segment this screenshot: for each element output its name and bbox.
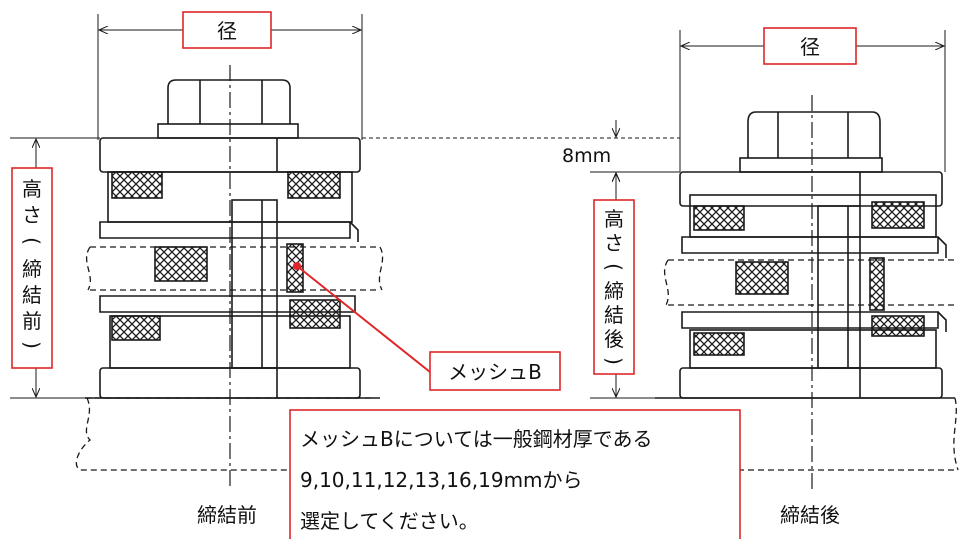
selection-note: メッシュBについては一般鋼材厚である 9,10,11,12,13,16,19mm… bbox=[289, 409, 741, 539]
svg-text:高: 高 bbox=[22, 177, 42, 201]
label-height-after: 高 さ ( 締 結 後 ) bbox=[593, 199, 635, 375]
caption-before: 締結前 bbox=[197, 503, 257, 527]
sleeve-right bbox=[817, 205, 861, 369]
offset-label: 8mm bbox=[562, 145, 611, 167]
svg-text:選定してください。: 選定してください。 bbox=[300, 509, 479, 533]
svg-text:(: ( bbox=[602, 263, 626, 271]
sleeve-left bbox=[231, 199, 278, 369]
svg-text:(: ( bbox=[20, 237, 44, 245]
assembly-before bbox=[75, 65, 384, 490]
label-diameter-left: 径 bbox=[182, 11, 272, 49]
lower-mesh-left bbox=[111, 315, 161, 341]
label-height-before: 高 さ ( 締 結 前 ) bbox=[11, 167, 53, 369]
svg-text:後: 後 bbox=[604, 327, 624, 351]
svg-text:締: 締 bbox=[604, 279, 624, 303]
top-cap-right bbox=[679, 171, 943, 207]
callout-leader bbox=[296, 265, 431, 373]
svg-text:結: 結 bbox=[604, 303, 624, 327]
upper-mesh-left bbox=[111, 171, 163, 199]
svg-text:高: 高 bbox=[604, 207, 624, 231]
base-block-right bbox=[679, 367, 943, 399]
mesh-b-callout: メッシュB bbox=[293, 262, 561, 391]
lower-mesh-right bbox=[693, 332, 745, 356]
svg-text:メッシュBについては一般鋼材厚である: メッシュBについては一般鋼材厚である bbox=[300, 427, 653, 451]
svg-text:締: 締 bbox=[22, 257, 42, 281]
mesh-b-right bbox=[869, 257, 885, 311]
svg-text:): ) bbox=[602, 357, 626, 365]
svg-text:結: 結 bbox=[22, 283, 42, 307]
upper-mesh-right bbox=[693, 205, 745, 231]
svg-text:さ: さ bbox=[604, 231, 624, 255]
caption-after: 締結後 bbox=[780, 503, 840, 527]
svg-text:前: 前 bbox=[22, 309, 42, 333]
member-plate-left bbox=[85, 246, 384, 291]
svg-text:径: 径 bbox=[217, 19, 237, 43]
nut-right bbox=[747, 111, 881, 158]
nut-left bbox=[167, 79, 291, 124]
member-plate-right bbox=[663, 259, 955, 306]
svg-text:): ) bbox=[20, 341, 44, 349]
base-plate-outline-right bbox=[668, 397, 959, 471]
svg-text:9,10,11,12,13,16,19mmから: 9,10,11,12,13,16,19mmから bbox=[300, 468, 583, 492]
svg-text:さ: さ bbox=[22, 203, 42, 227]
svg-text:径: 径 bbox=[800, 35, 820, 59]
svg-text:メッシュB: メッシュB bbox=[448, 360, 542, 384]
label-diameter-right: 径 bbox=[763, 27, 857, 65]
assembly-after bbox=[655, 95, 959, 490]
